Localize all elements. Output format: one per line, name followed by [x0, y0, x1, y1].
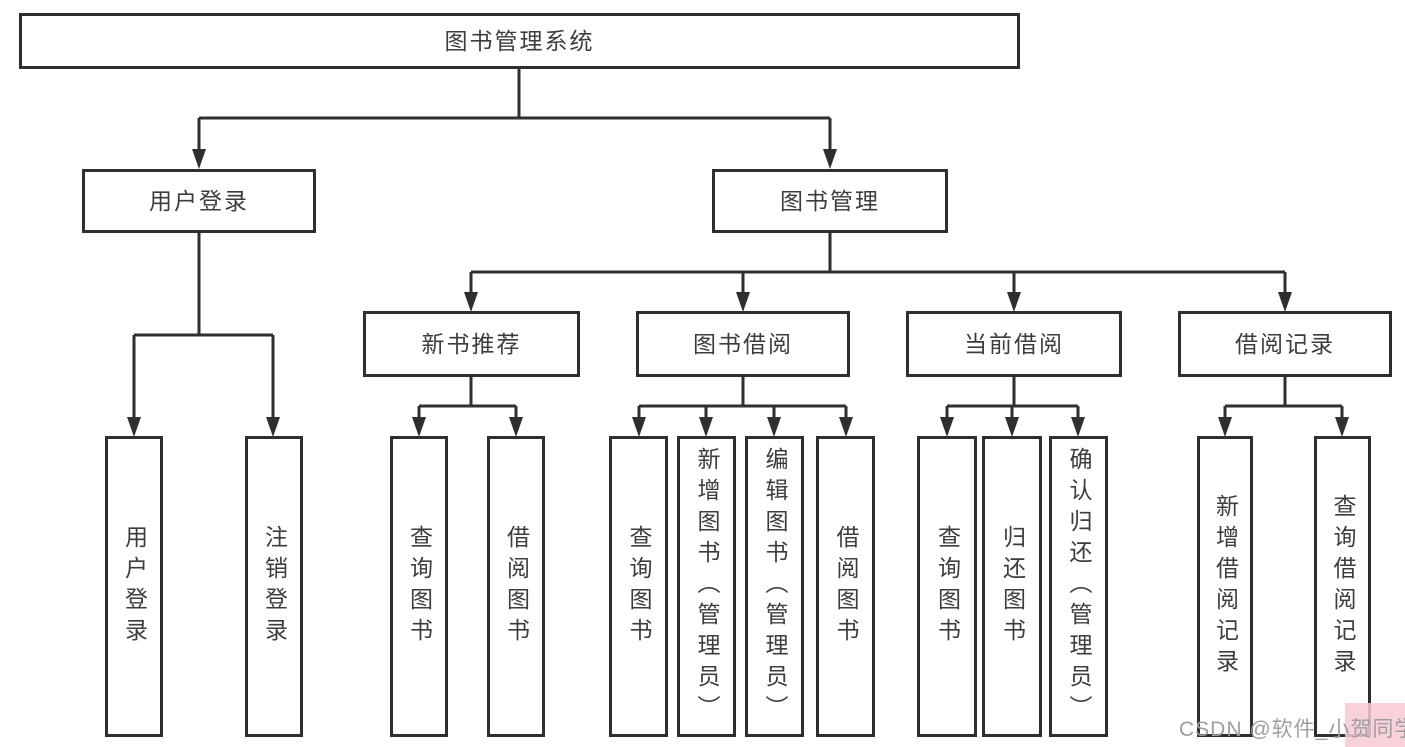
node-book-management: 图书管理 [712, 169, 948, 233]
node-confirm-return-admin: 确认归还（管理员） [1049, 436, 1108, 737]
node-add-borrow-record: 新增借阅记录 [1197, 436, 1253, 737]
node-query-books-3: 查询图书 [917, 436, 977, 737]
node-library-management-system: 图书管理系统 [19, 13, 1020, 69]
node-edit-books-admin: 编辑图书（管理员） [745, 436, 804, 737]
node-query-books-1: 查询图书 [390, 436, 448, 737]
node-current-borrowing: 当前借阅 [906, 311, 1122, 377]
node-book-borrowing: 图书借阅 [636, 311, 850, 377]
watermark-text: CSDN @软件_小贺同学 [1179, 718, 1405, 741]
node-logout: 注销登录 [245, 436, 303, 737]
node-new-book-recommend: 新书推荐 [363, 311, 580, 377]
node-user-login-leaf: 用户登录 [105, 436, 163, 737]
node-borrow-books-2: 借阅图书 [816, 436, 875, 737]
node-return-books: 归还图书 [982, 436, 1042, 737]
watermark-highlight [1345, 703, 1405, 747]
node-query-borrow-record: 查询借阅记录 [1314, 436, 1371, 737]
node-add-books-admin: 新增图书（管理员） [677, 436, 736, 737]
node-borrow-books-1: 借阅图书 [487, 436, 545, 737]
node-user-login: 用户登录 [82, 169, 316, 233]
node-borrowing-records: 借阅记录 [1178, 311, 1392, 377]
node-query-books-2: 查询图书 [609, 436, 668, 737]
